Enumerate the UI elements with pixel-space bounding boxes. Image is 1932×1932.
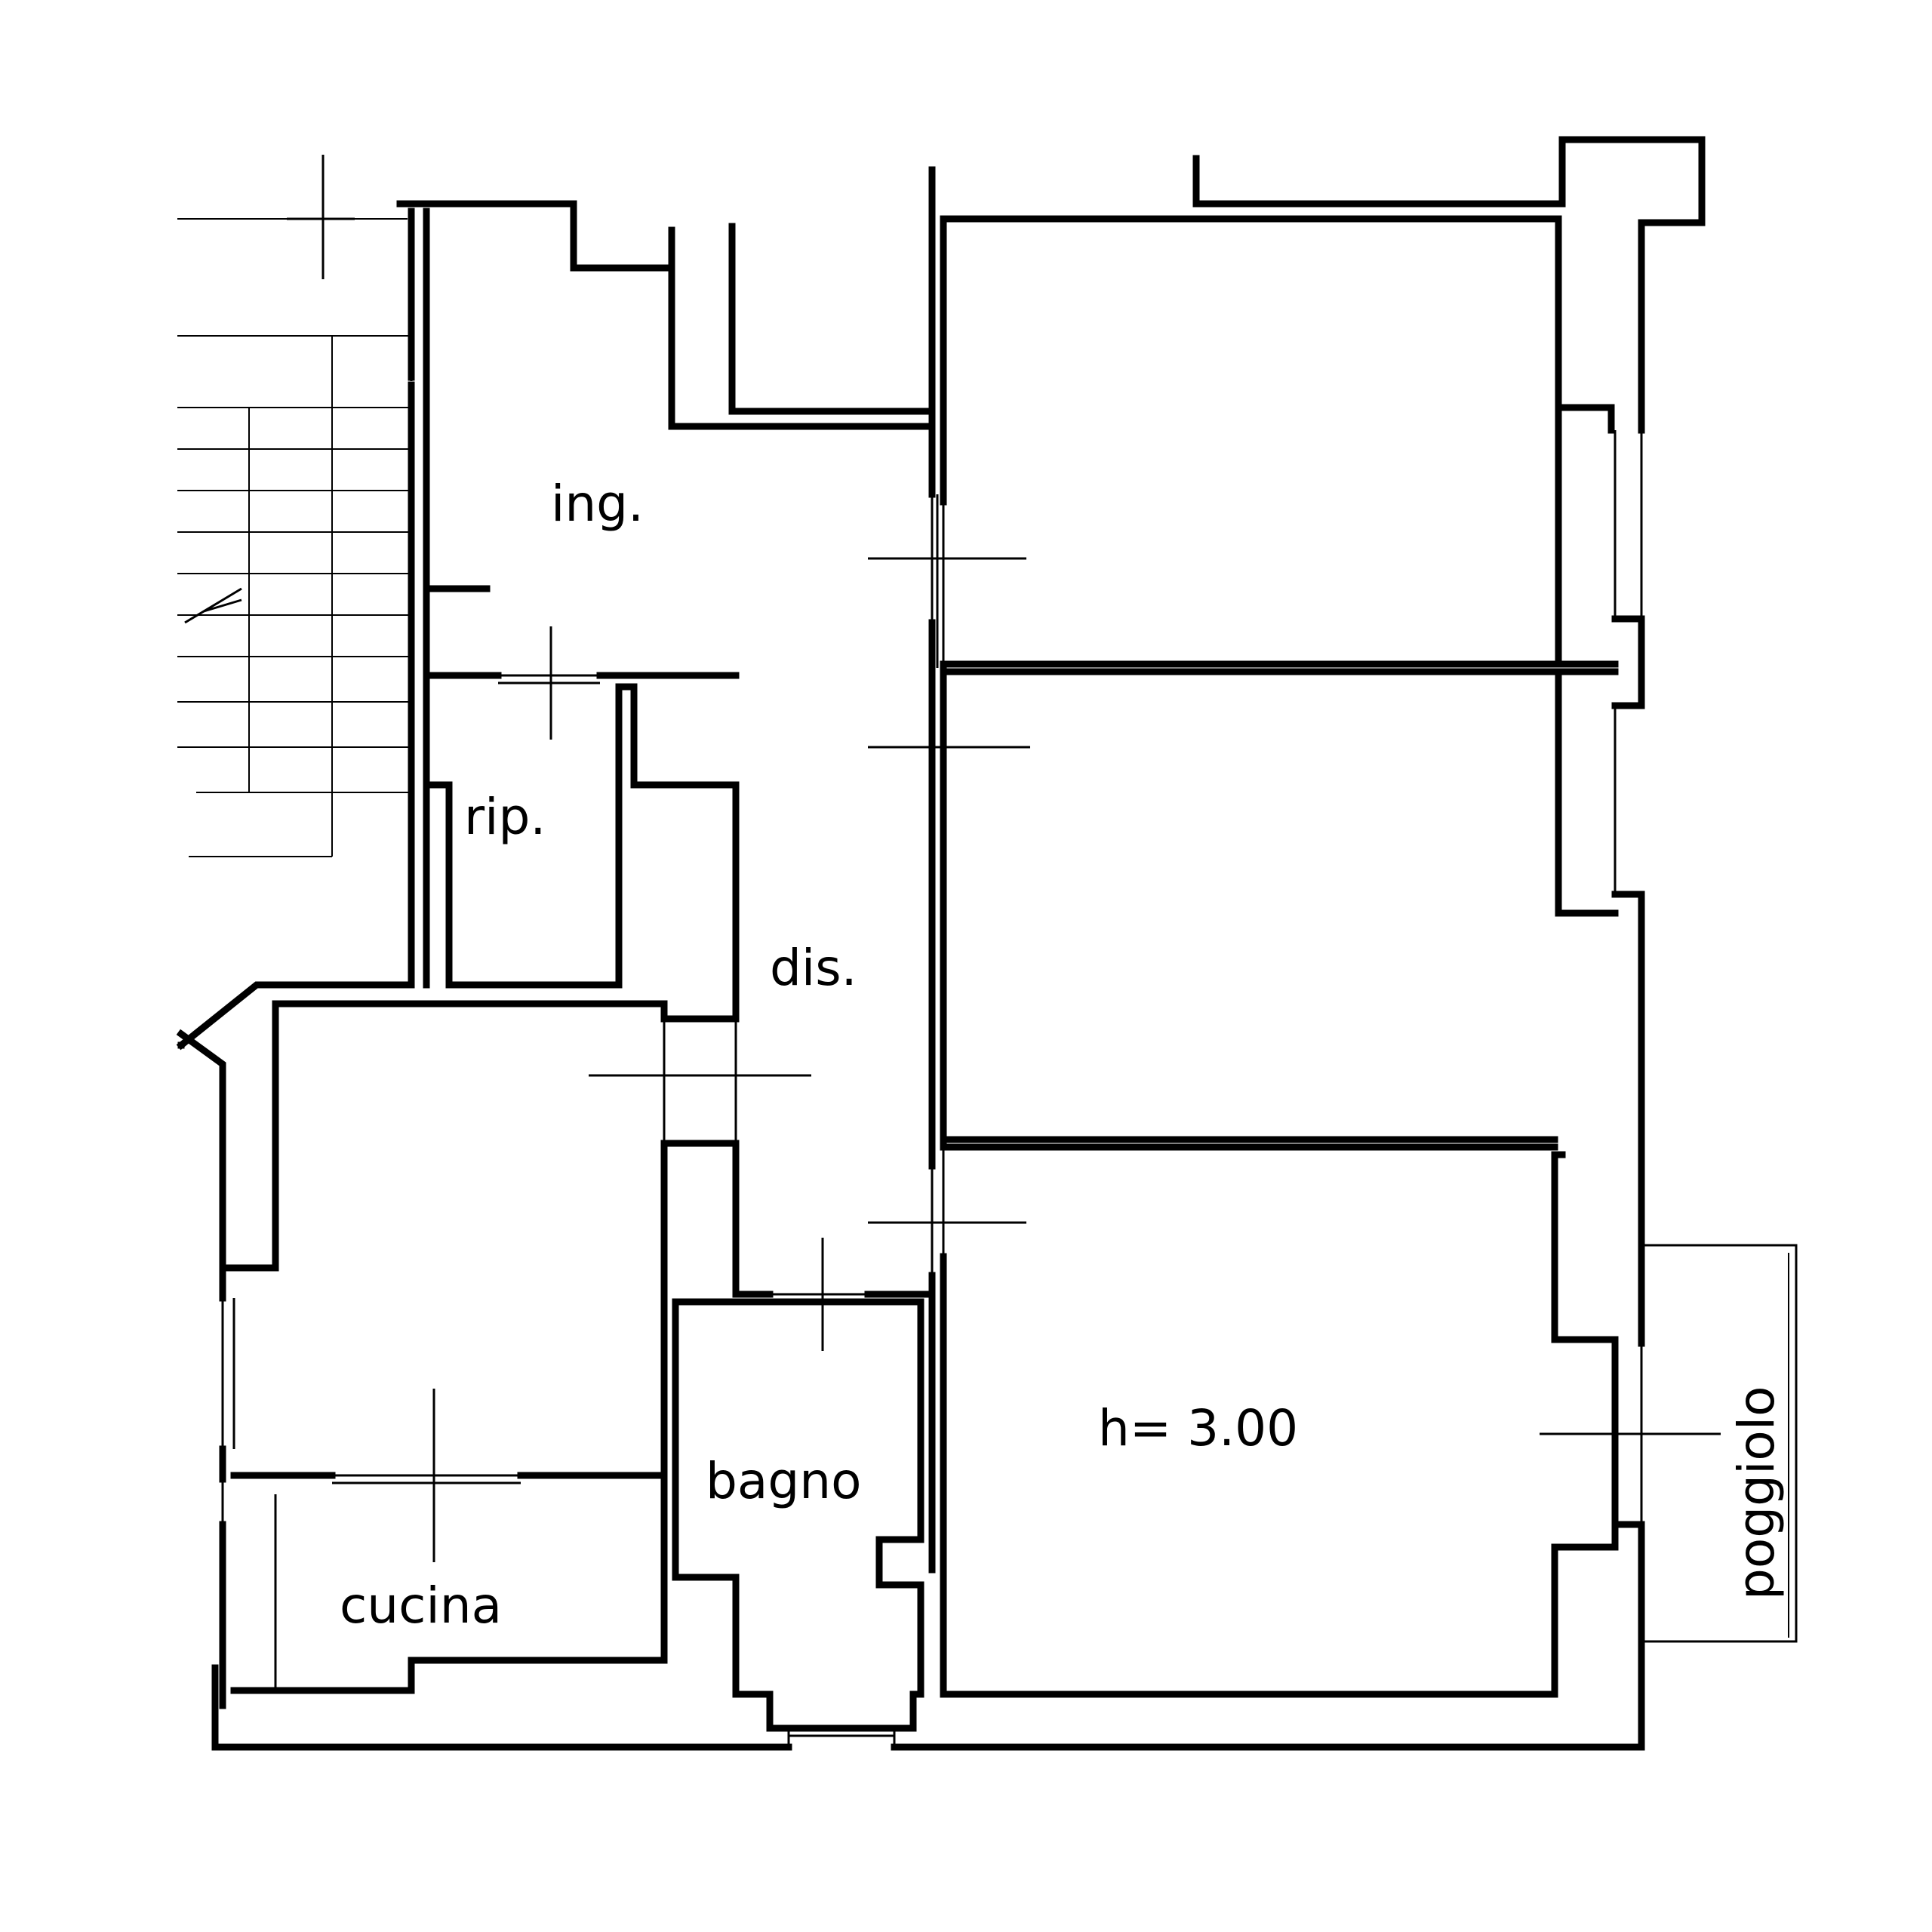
label-ingresso: ing. bbox=[551, 475, 644, 533]
walls bbox=[176, 136, 1798, 1751]
label-bagno: bagno bbox=[706, 1452, 861, 1510]
label-height-note: h= 3.00 bbox=[1098, 1399, 1298, 1457]
label-ripostiglio: rip. bbox=[464, 788, 546, 846]
label-poggiolo: poggiolo bbox=[1727, 1386, 1786, 1601]
windows bbox=[221, 215, 1721, 1747]
label-cucina: cucina bbox=[340, 1577, 502, 1635]
label-disimpegno: dis. bbox=[770, 939, 857, 997]
staircase bbox=[177, 155, 411, 857]
room-labels: ing. rip. dis. bagno cucina h= 3.00 pogg… bbox=[340, 475, 1786, 1635]
